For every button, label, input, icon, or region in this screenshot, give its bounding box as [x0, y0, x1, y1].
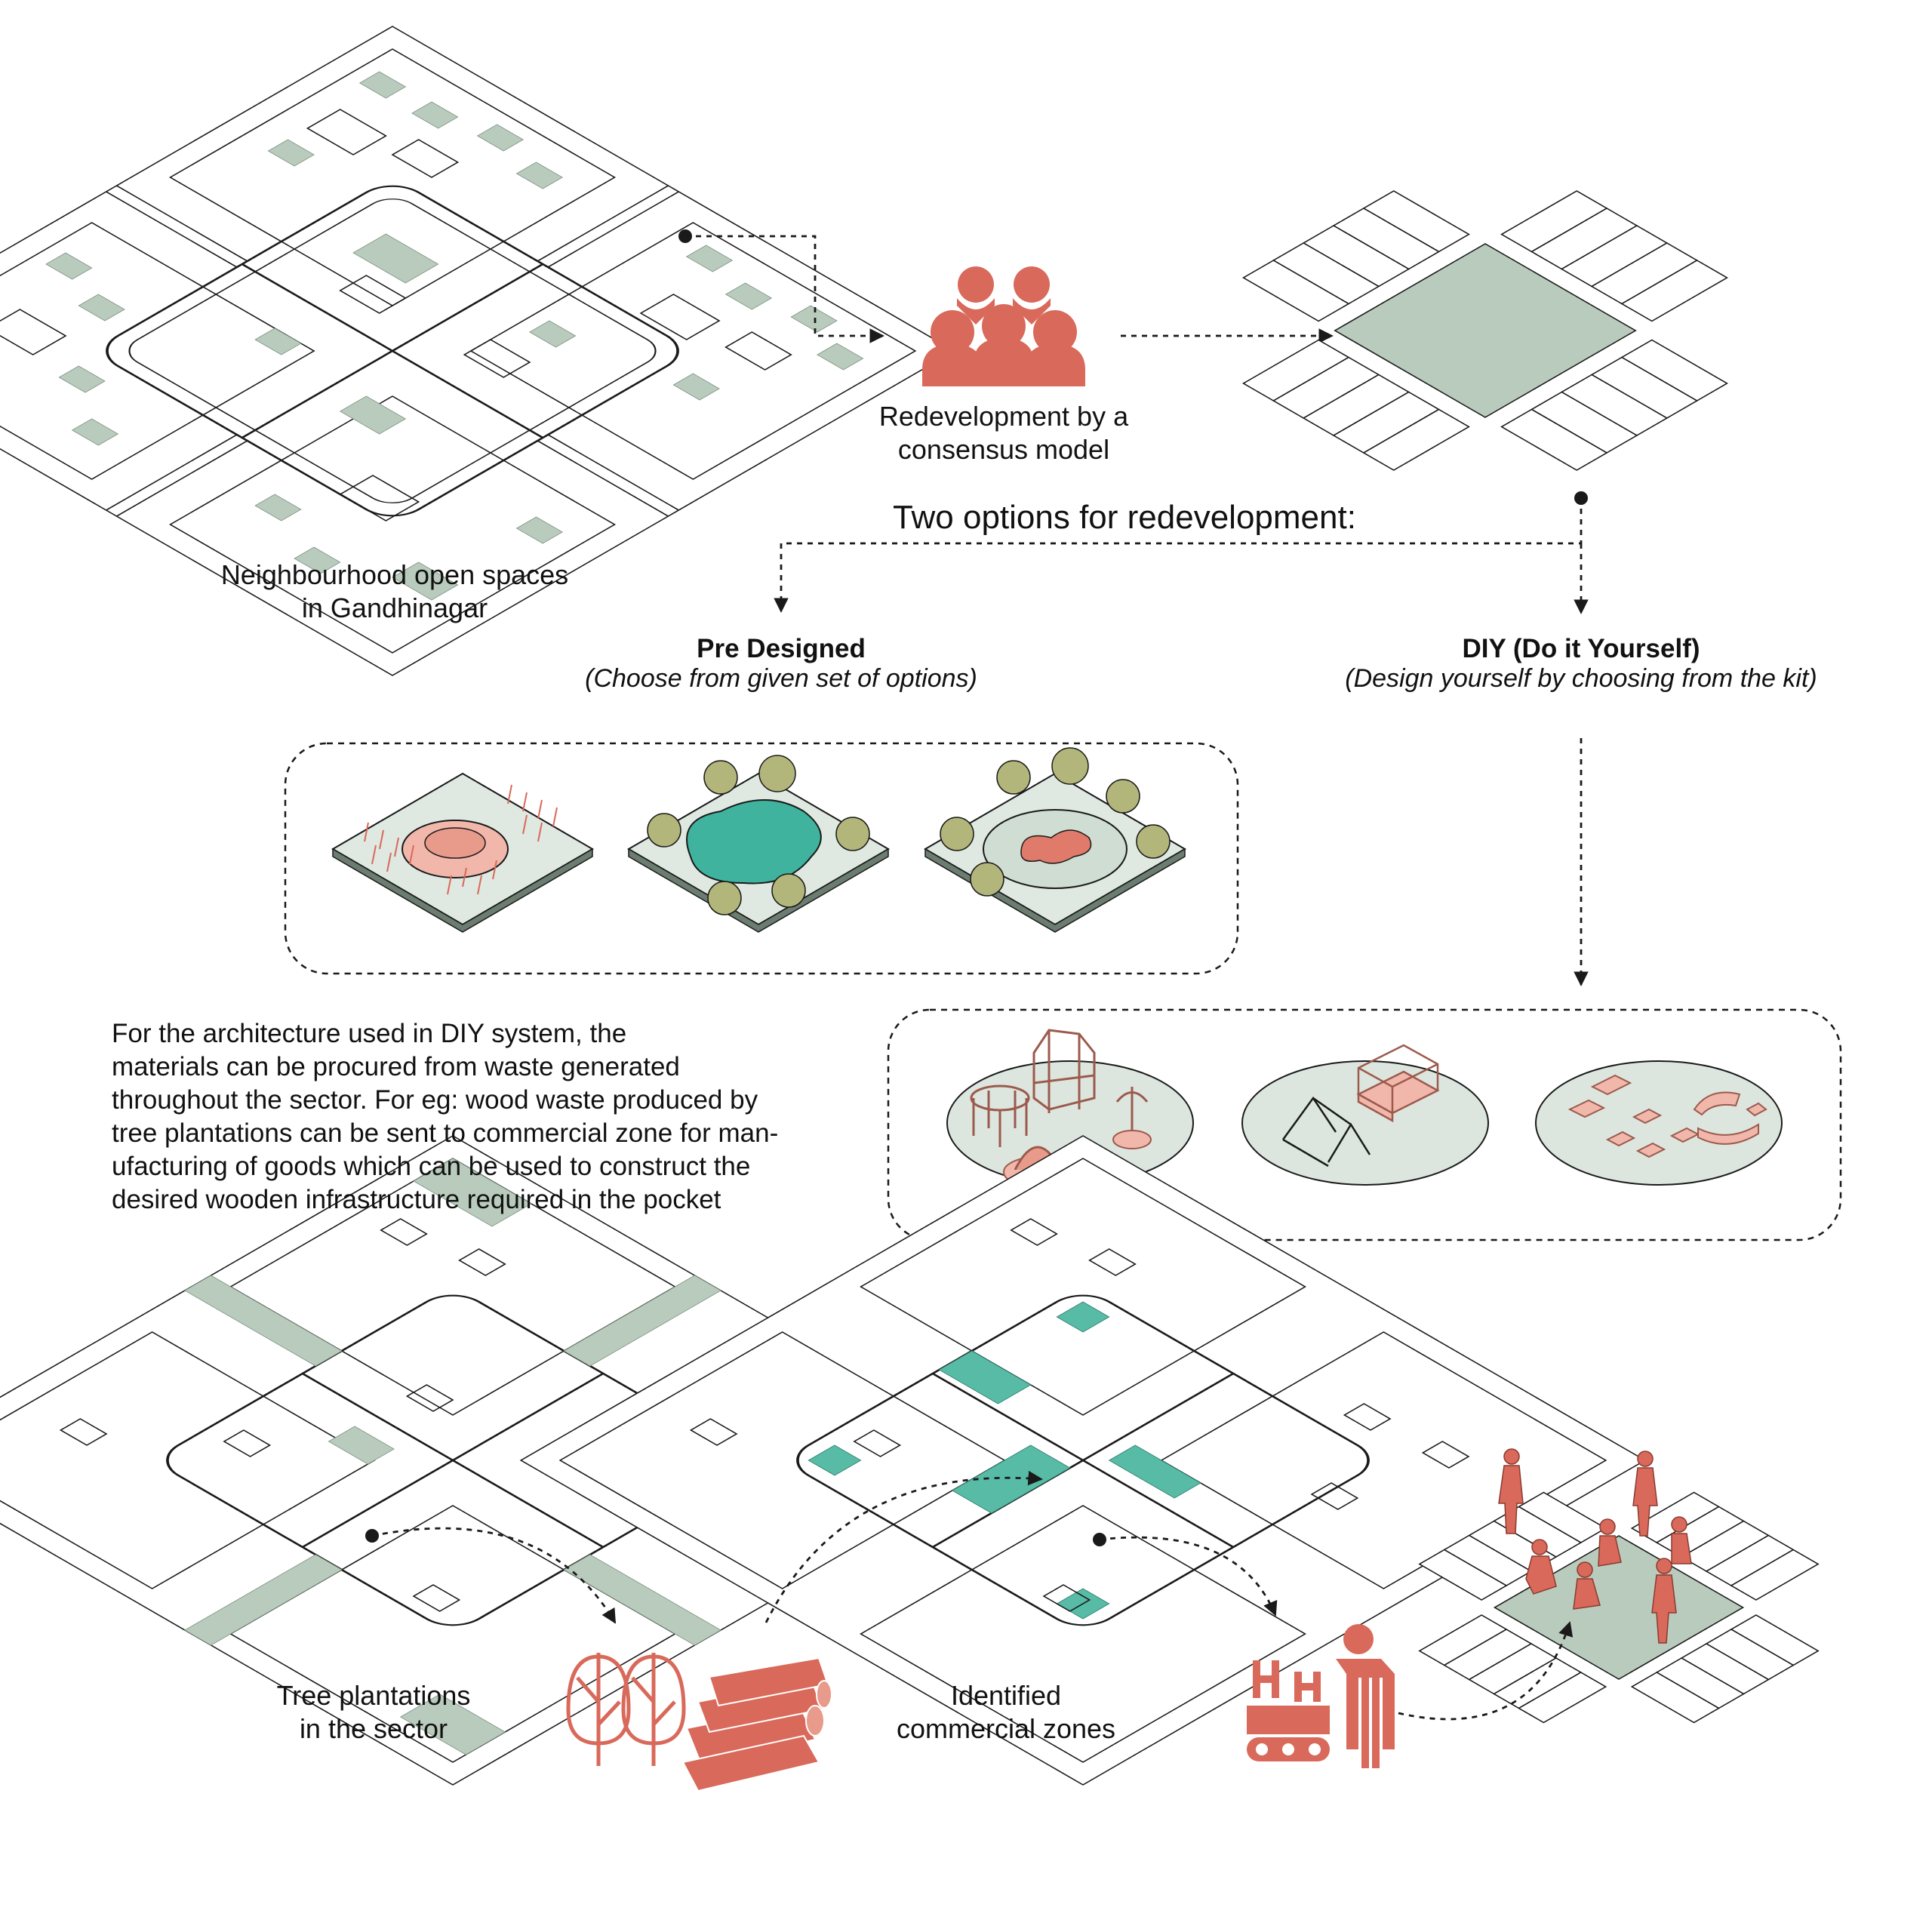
- paragraph-line: materials can be procured from waste gen…: [112, 1052, 680, 1081]
- consensus-label: Redevelopment by a consensus model: [838, 400, 1170, 466]
- diy-materials-paragraph: For the architecture used in DIY system,…: [112, 1017, 866, 1217]
- predesigned-option-pond: [627, 755, 890, 933]
- sector-map-open-spaces: [0, 26, 956, 676]
- community-group-icon: [922, 266, 1085, 386]
- tree-plantations-label: Tree plantations in the sector: [223, 1679, 525, 1746]
- pre-designed-subtitle: (Choose from given set of options): [585, 664, 977, 693]
- pre-designed-label: Pre Designed (Choose from given set of o…: [555, 634, 1008, 694]
- tree-plantations-line2: in the sector: [299, 1713, 448, 1744]
- neighbourhood-label-line1: Neighbourhood open spaces: [220, 559, 569, 590]
- neighbourhood-label-line2: in Gandhinagar: [301, 592, 488, 623]
- neighbourhood-label: Neighbourhood open spaces in Gandhinagar: [198, 558, 591, 625]
- commercial-zones-line1: Identified: [950, 1680, 1062, 1711]
- diy-label: DIY (Do it Yourself) (Design yourself by…: [1324, 634, 1838, 694]
- flow-arrows-bottom: [371, 1470, 1574, 1721]
- flow-arrows-top: [685, 235, 1589, 986]
- diy-kit-frames: [1241, 1044, 1489, 1186]
- paragraph-line: throughout the sector. For eg: wood wast…: [112, 1085, 758, 1115]
- predesigned-option-plaza: [331, 772, 594, 933]
- commercial-zones-label: Identified commercial zones: [855, 1679, 1157, 1746]
- two-options-heading: Two options for redevelopment:: [893, 499, 1356, 536]
- tree-plantations-line1: Tree plantations: [276, 1680, 471, 1711]
- predesigned-option-amphitheatre: [924, 747, 1186, 933]
- people-building-icon: [1498, 1448, 1692, 1644]
- open-space-plot: [1242, 190, 1728, 471]
- paragraph-line: For the architecture used in DIY system,…: [112, 1019, 627, 1048]
- factory-worker-icon: [1247, 1624, 1395, 1768]
- diy-subtitle: (Design yourself by choosing from the ki…: [1345, 664, 1817, 693]
- diy-kit-blocks: [1535, 1060, 1783, 1186]
- paragraph-line: desired wooden infrastructure required i…: [112, 1185, 721, 1214]
- diy-kit-box: [887, 1008, 1842, 1241]
- paragraph-line: tree plantations can be sent to commerci…: [112, 1118, 779, 1148]
- pre-designed-title: Pre Designed: [697, 634, 866, 663]
- consensus-label-line1: Redevelopment by a: [878, 401, 1129, 432]
- commercial-zones-line2: commercial zones: [896, 1713, 1116, 1744]
- timber-logs-icon: [681, 1657, 832, 1792]
- consensus-label-line2: consensus model: [897, 434, 1110, 465]
- sector-map-tree-plantations: [0, 1135, 1017, 1786]
- predesigned-options-box: [284, 742, 1239, 975]
- paragraph-line: ufacturing of goods which can be used to…: [112, 1152, 751, 1181]
- tree-icon: [566, 1653, 686, 1766]
- diy-title: DIY (Do it Yourself): [1462, 634, 1700, 663]
- community-built-plot: [1418, 1491, 1820, 1724]
